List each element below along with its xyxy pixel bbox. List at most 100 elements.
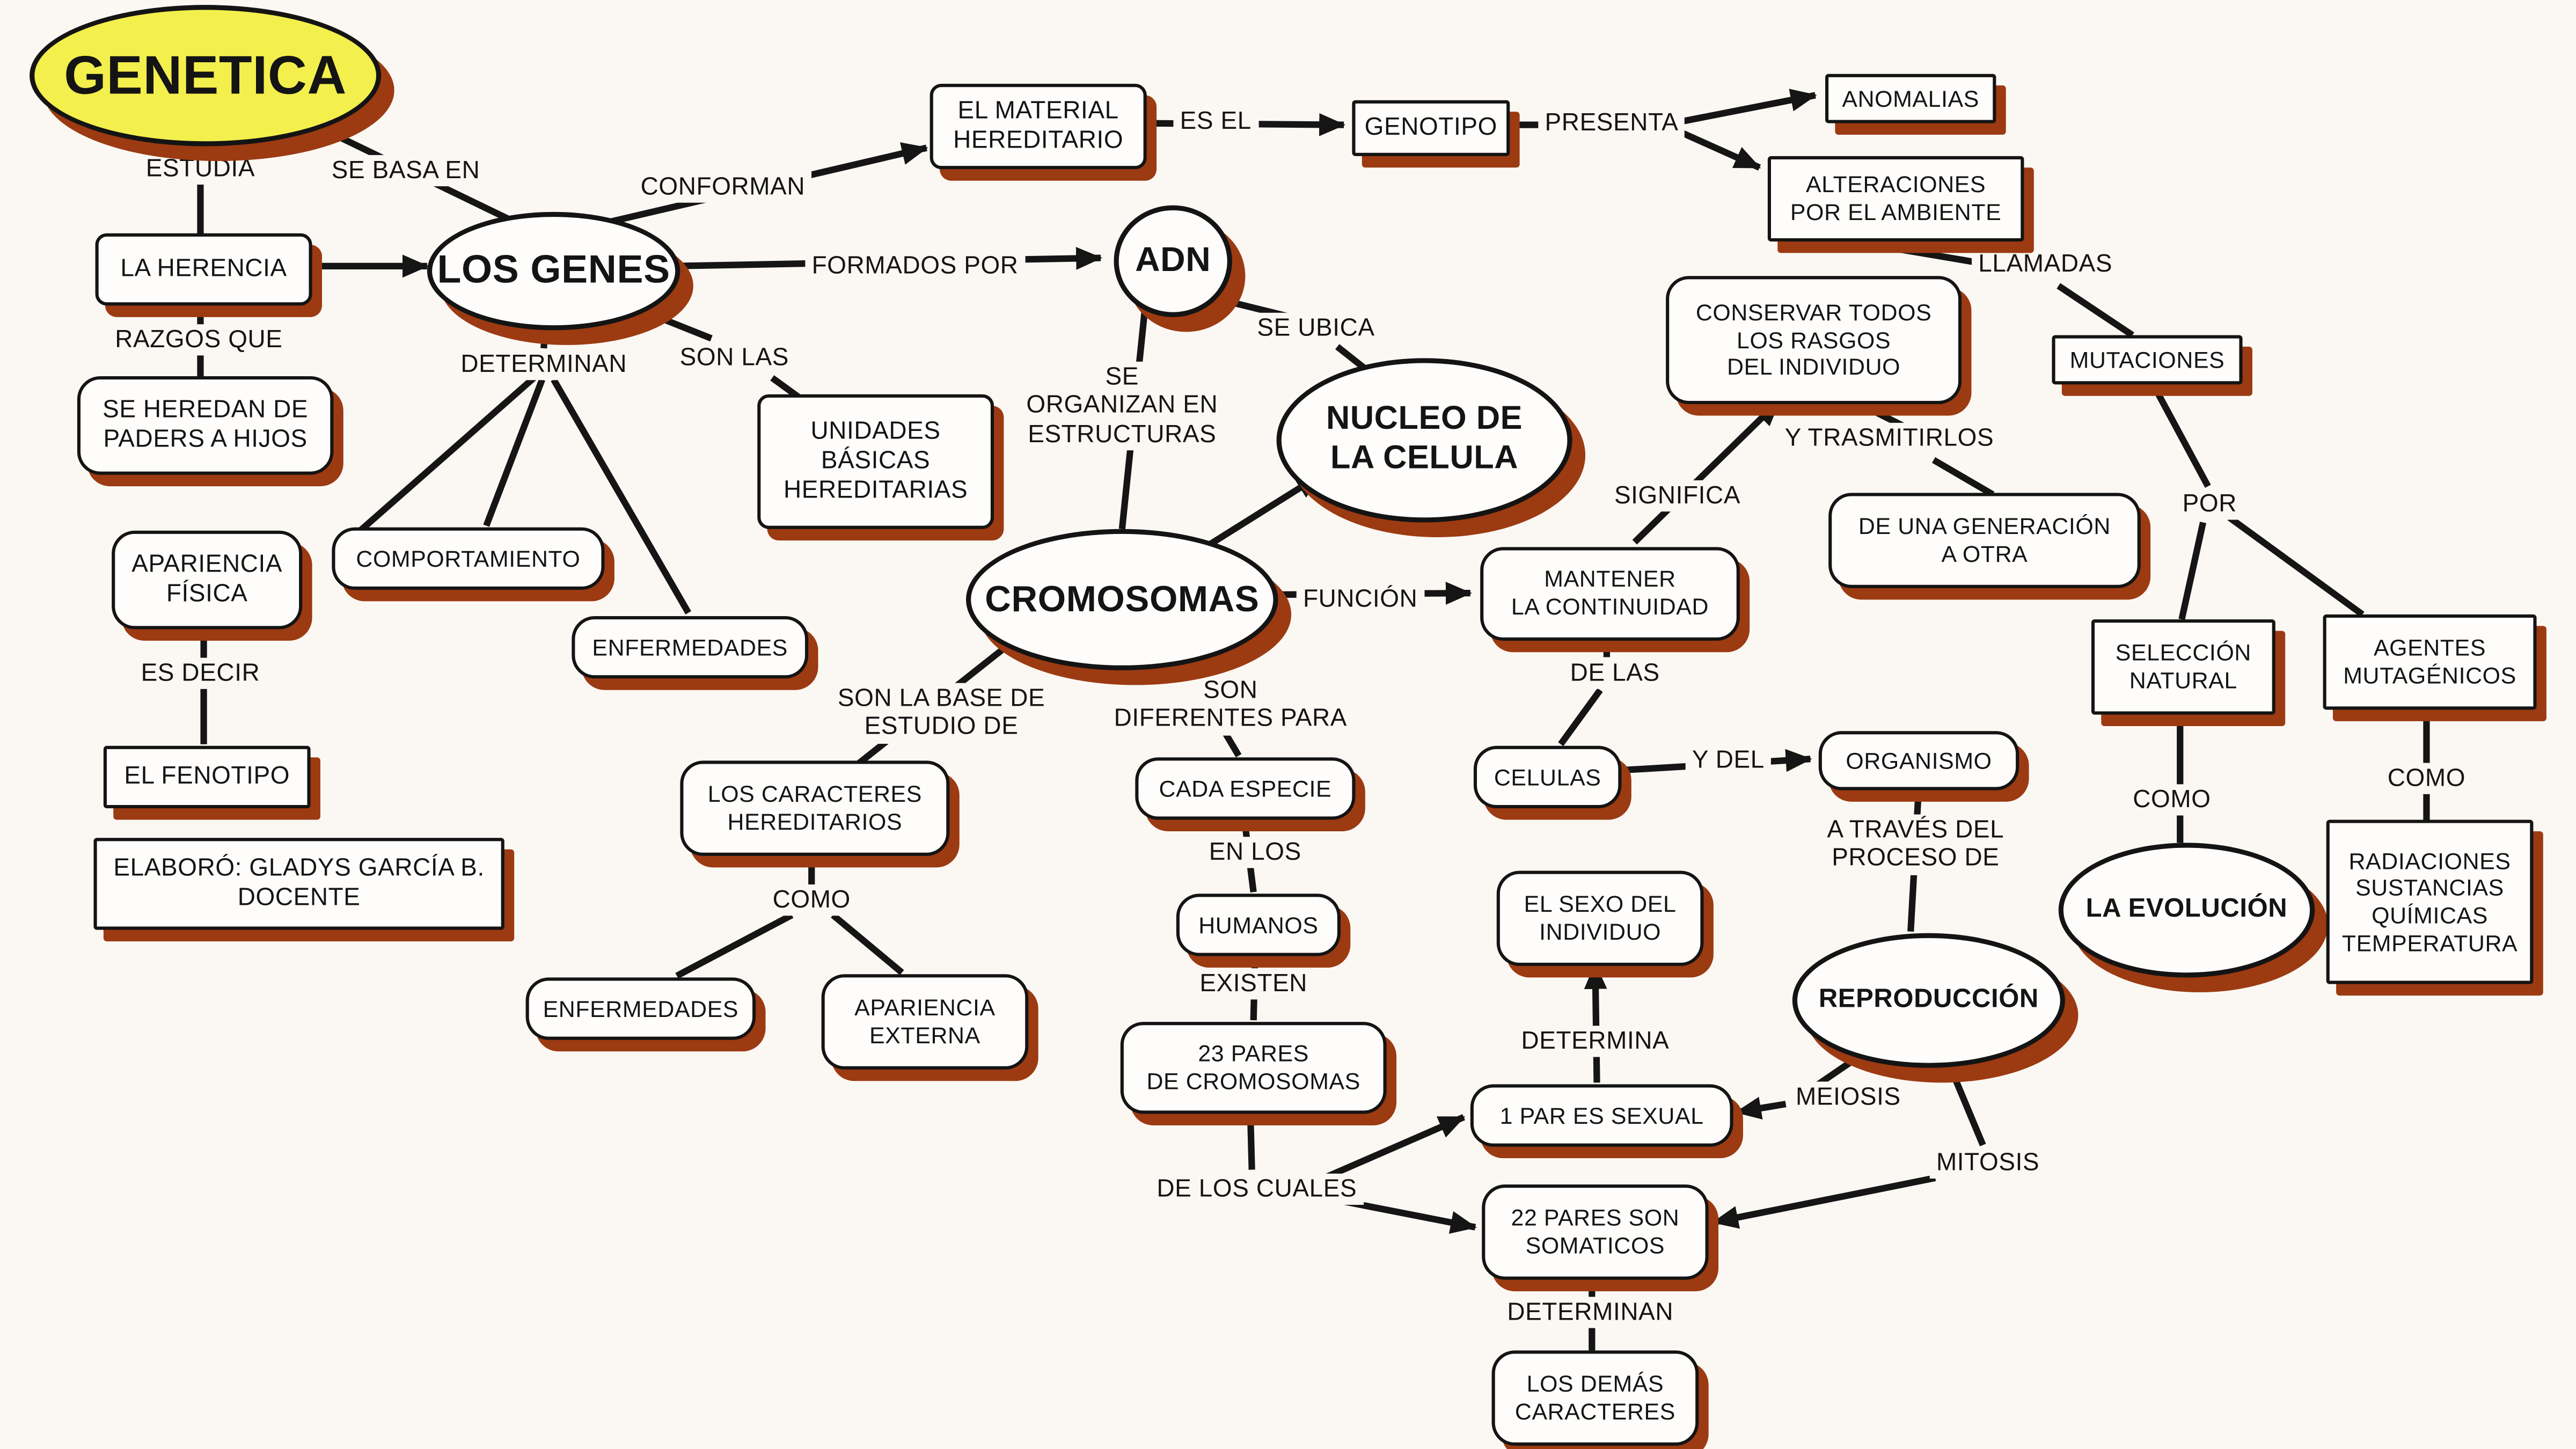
node-label-la-evolucion: LA EVOLUCIÓN [2085,895,2288,923]
node-par-sexual[interactable]: 1 PAR ES SEXUAL [1470,1084,1733,1147]
connector-line-48 [483,378,545,527]
node-humanos[interactable]: HUMANOS [1176,894,1341,956]
node-apariencia-externa[interactable]: APARIENCIA EXTERNA [821,974,1029,1070]
node-caracteres-hereditarios[interactable]: LOS CARACTERES HEREDITARIOS [680,760,950,856]
node-label-apariencia-fisica: APARIENCIA FÍSICA [131,551,283,608]
node-label-pares-somaticos: 22 PARES SON SOMATICOS [1511,1205,1680,1258]
edge-label-como-caracteres: COMO [766,884,858,917]
node-label-material-hereditario: EL MATERIAL HEREDITARIO [953,97,1124,155]
node-label-enfermedades-como: ENFERMEDADES [543,995,739,1022]
node-label-celulas: CELULAS [1494,763,1601,790]
node-label-humanos: HUMANOS [1198,911,1319,938]
node-label-reproduccion: REPRODUCCIÓN [1818,985,2039,1013]
connector-line-7 [1663,89,1817,128]
node-comportamiento[interactable]: COMPORTAMIENTO [332,527,605,590]
node-sexo-individuo[interactable]: EL SEXO DEL INDIVIDUO [1496,870,1704,966]
node-adn[interactable]: ADN [1114,205,1232,317]
node-label-unidades-basicas: UNIDADES BÁSICAS HEREDITARIAS [783,418,968,504]
edge-label-se-ubica: SE UBICA [1250,312,1381,345]
edge-label-presenta: PRESENTA [1538,107,1685,140]
node-reproduccion[interactable]: REPRODUCCIÓN [1792,933,2065,1068]
node-cromosomas[interactable]: CROMOSOMAS [965,529,1278,670]
connector-line-22 [1632,398,1782,545]
edge-label-mitosis: MITOSIS [1929,1147,2046,1179]
connector-line-43 [1584,962,1607,1083]
node-mutaciones[interactable]: MUTACIONES [2052,335,2243,385]
edge-label-de-los-cuales: DE LOS CUALES [1150,1173,1364,1205]
node-genotipo[interactable]: GENOTIPO [1352,100,1510,156]
node-label-adn: ADN [1135,240,1211,279]
node-radiaciones[interactable]: RADIACIONES SUSTANCIAS QUÍMICAS TEMPERAT… [2326,819,2534,984]
node-unidades-basicas[interactable]: UNIDADES BÁSICAS HEREDITARIAS [757,394,994,529]
edge-label-a-traves: A TRAVÉS DEL PROCESO DE [1820,814,2011,875]
node-label-la-herencia: LA HERENCIA [120,254,287,283]
node-enfermedades-como[interactable]: ENFERMEDADES [525,977,756,1040]
edge-label-y-del: Y DEL [1685,744,1772,777]
node-nucleo-celula[interactable]: NUCLEO DE LA CELULA [1276,358,1572,523]
connector-line-11 [2147,378,2211,488]
connector-line-13 [2227,515,2365,617]
node-label-agentes-mutagenicos: AGENTES MUTAGÉNICOS [2343,635,2516,689]
node-label-generacion: DE UNA GENERACIÓN A OTRA [1858,513,2111,567]
node-enfermedades-genes[interactable]: ENFERMEDADES [572,616,809,679]
node-label-el-fenotipo: EL FENOTIPO [124,762,290,791]
edge-label-de-las: DE LAS [1563,657,1666,690]
node-anomalias[interactable]: ANOMALIAS [1825,74,1996,123]
node-generacion[interactable]: DE UNA GENERACIÓN A OTRA [1828,493,2141,588]
connector-line-26 [1558,688,1603,747]
edge-label-son-la-base: SON LA BASE DE ESTUDIO DE [831,683,1052,743]
edge-label-determinan-somaticos: DETERMINAN [1501,1297,1680,1329]
node-label-sexo-individuo: EL SEXO DEL INDIVIDUO [1524,891,1677,945]
node-demas-caracteres[interactable]: LOS DEMÁS CARACTERES [1491,1350,1699,1446]
node-label-elaboro: ELABORÓ: GLADYS GARCÍA B. DOCENTE [113,854,485,912]
node-seleccion-natural[interactable]: SELECCIÓN NATURAL [2091,619,2275,715]
connector-line-24 [1931,457,1995,497]
edge-label-estudia: ESTUDIA [139,153,262,185]
node-label-caracteres-hereditarios: LOS CARACTERES HEREDITARIOS [707,781,922,835]
node-el-fenotipo[interactable]: EL FENOTIPO [103,745,311,809]
edge-label-conforman: CONFORMAN [634,171,812,203]
node-label-cada-especie: CADA ESPECIE [1159,775,1332,802]
node-pares-23[interactable]: 23 PARES DE CROMOSOMAS [1120,1022,1387,1114]
connector-line-32 [1711,1174,1936,1229]
node-label-genotipo: GENOTIPO [1364,113,1497,142]
node-se-heredan[interactable]: SE HEREDAN DE PADERS A HIJOS [77,376,334,475]
edge-label-por: POR [2176,488,2244,521]
node-conservar[interactable]: CONSERVAR TODOS LOS RASGOS DEL INDIVIDUO [1666,276,1962,405]
node-los-genes[interactable]: LOS GENES [427,211,680,331]
node-material-hereditario[interactable]: EL MATERIAL HEREDITARIO [930,84,1147,170]
node-label-los-genes: LOS GENES [437,247,670,292]
connector-line-36 [831,912,904,975]
node-la-herencia[interactable]: LA HERENCIA [95,233,312,306]
node-label-mutaciones: MUTACIONES [2069,346,2225,373]
node-celulas[interactable]: CELULAS [1473,745,1622,809]
node-label-seleccion-natural: SELECCIÓN NATURAL [2115,640,2251,693]
node-alteraciones[interactable]: ALTERACIONES POR EL AMBIENTE [1767,156,2024,241]
node-label-alteraciones: ALTERACIONES POR EL AMBIENTE [1790,171,2002,225]
edge-label-razgos-que: RAZGOS QUE [108,324,289,356]
node-label-demas-caracteres: LOS DEMÁS CARACTERES [1514,1371,1675,1425]
node-genetica[interactable]: GENETICA [30,5,382,147]
node-label-nucleo-celula: NUCLEO DE LA CELULA [1326,401,1523,477]
node-la-evolucion[interactable]: LA EVOLUCIÓN [2058,843,2315,978]
node-label-cromosomas: CROMOSOMAS [985,578,1260,620]
node-cada-especie[interactable]: CADA ESPECIE [1135,757,1356,820]
node-apariencia-fisica[interactable]: APARIENCIA FÍSICA [112,530,303,630]
node-label-pares-23: 23 PARES DE CROMOSOMAS [1146,1041,1360,1094]
edge-label-determina: DETERMINA [1514,1026,1676,1058]
connector-line-10 [2057,283,2134,338]
node-pares-somaticos[interactable]: 22 PARES SON SOMATICOS [1482,1184,1709,1280]
edge-label-y-trasmitirlos: Y TRASMITIRLOS [1778,422,2001,455]
node-agentes-mutagenicos[interactable]: AGENTES MUTAGÉNICOS [2323,614,2537,710]
edge-label-existen: EXISTEN [1193,968,1314,1000]
node-mantener[interactable]: MANTENER LA CONTINUIDAD [1480,546,1740,640]
edge-label-como-agentes: COMO [2381,763,2472,795]
connector-line-35 [675,912,794,979]
node-organismo[interactable]: ORGANISMO [1818,731,2019,791]
connector-line-12 [2178,522,2207,620]
node-elaboro[interactable]: ELABORÓ: GLADYS GARCÍA B. DOCENTE [93,838,504,930]
node-label-radiaciones: RADIACIONES SUSTANCIAS QUÍMICAS TEMPERAT… [2341,847,2518,956]
edge-label-son-las: SON LAS [673,342,796,374]
connector-line-31 [1942,1053,1986,1147]
